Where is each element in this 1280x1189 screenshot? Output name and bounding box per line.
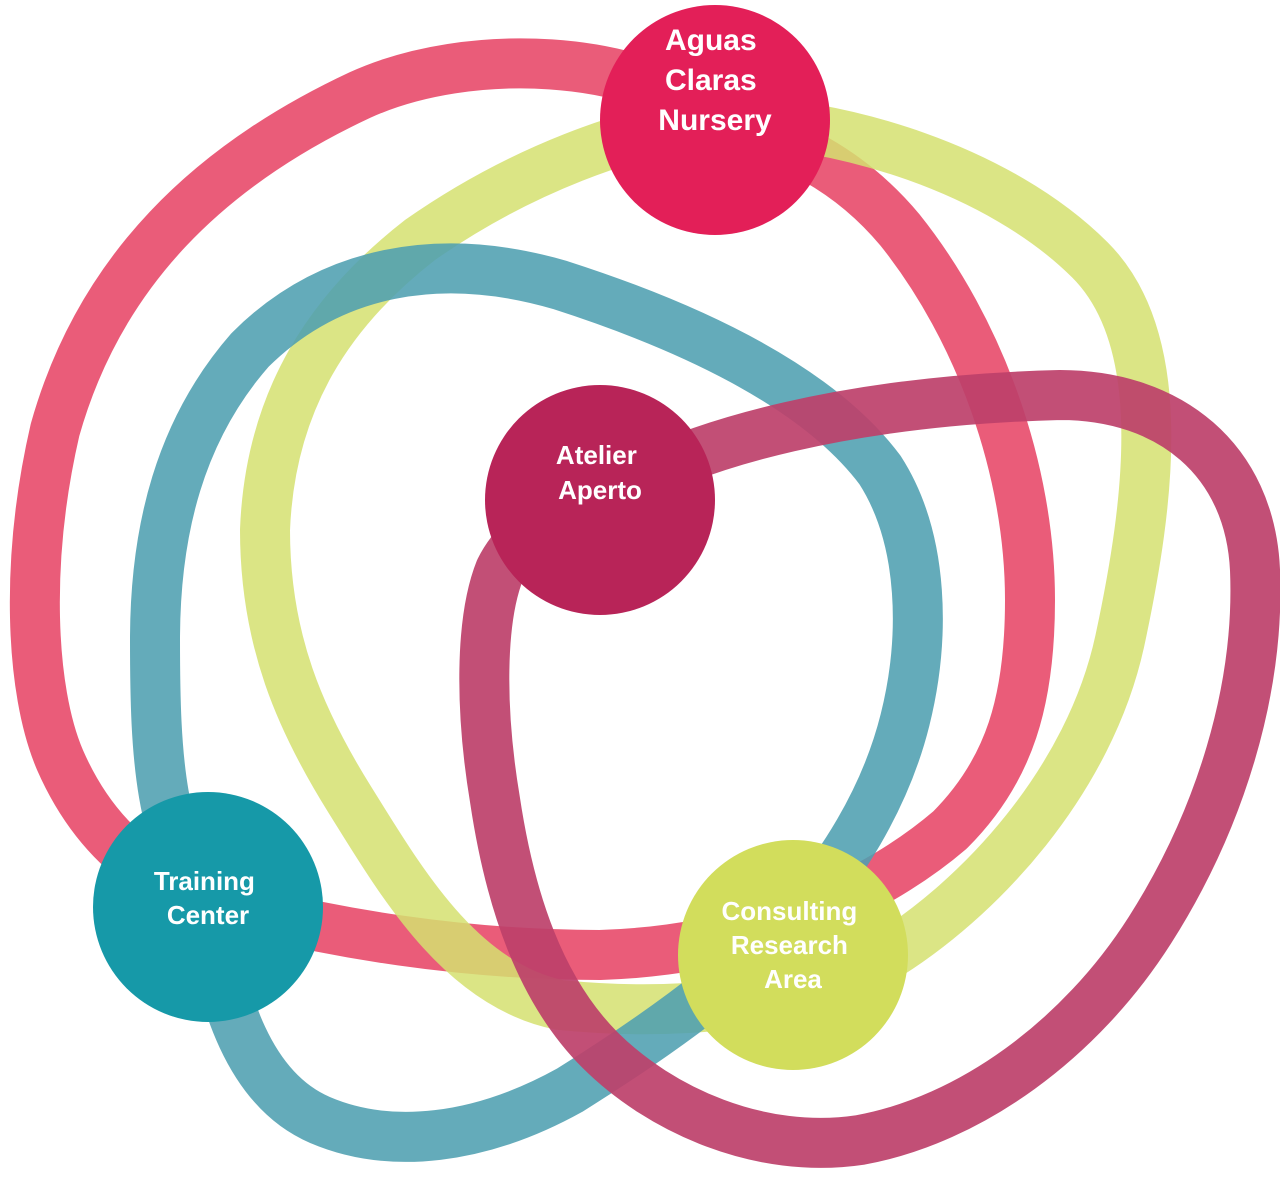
node-atelier-aperto-line-2: Aperto: [558, 475, 642, 505]
svg-text:Atelier Aperto: Atelier Aperto: [556, 440, 644, 505]
plum-loop: [459, 370, 1280, 1168]
node-consulting-research-area-line-3: Area: [764, 964, 822, 994]
node-aguas-claras-nursery-circle: [600, 5, 830, 235]
node-consulting-research-area-line-1: Consulting: [722, 896, 858, 926]
pink-loop: [9, 38, 1055, 980]
node-consulting-research-area-circle: [678, 840, 908, 1070]
node-aguas-claras-nursery-line-1: Aguas: [665, 24, 757, 57]
node-consulting-research-area: Consulting Research Area: [678, 840, 908, 1070]
svg-text:Consulting Research: Consulting Research Area: [722, 896, 865, 994]
node-atelier-aperto-line-1: Atelier: [556, 440, 637, 470]
svg-text:Aguas Claras Nurse: Aguas Claras Nursery: [658, 24, 772, 137]
node-aguas-claras-nursery-line-3: Nursery: [658, 104, 772, 137]
node-atelier-aperto-circle: [485, 385, 715, 615]
node-training-center-circle: [93, 792, 323, 1022]
node-training-center-line-1: Training: [154, 866, 255, 896]
lime-loop: [240, 95, 1172, 1035]
node-training-center: Training Center: [93, 792, 323, 1022]
node-consulting-research-area-line-2: Research: [731, 930, 848, 960]
svg-text:Training Center: Training Center: [154, 866, 262, 930]
node-aguas-claras-nursery-line-2: Claras: [665, 64, 757, 97]
node-training-center-line-2: Center: [167, 900, 249, 930]
node-aguas-claras-nursery: Aguas Claras Nursery: [600, 5, 830, 235]
teal-loop: [130, 243, 943, 1162]
node-atelier-aperto: Atelier Aperto: [485, 385, 715, 615]
